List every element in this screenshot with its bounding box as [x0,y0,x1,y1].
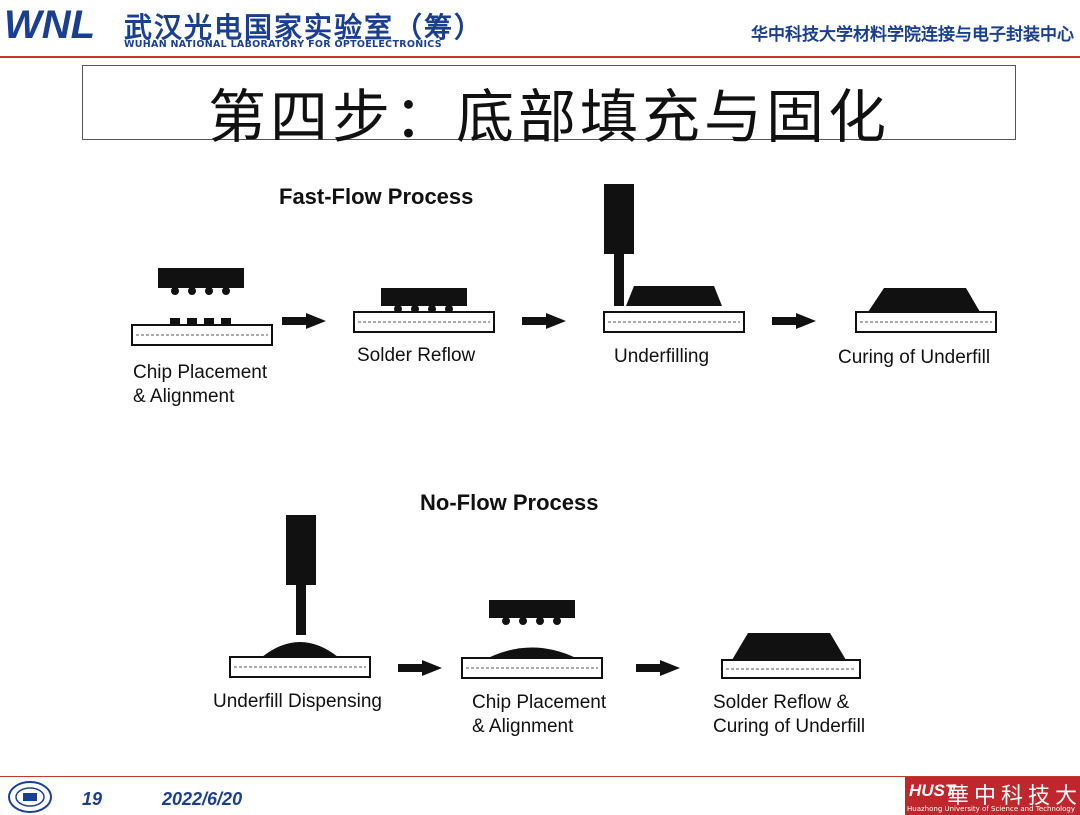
hust-name-en: Huazhong University of Science and Techn… [907,805,1075,813]
nf-arrow-1 [398,660,442,676]
nf-arrow-2 [636,660,680,676]
ff-step4-graphic [855,288,997,333]
ff-arrow-2 [522,313,566,329]
university-seal-icon [8,781,52,813]
slide-title: 第四步：底部填充与固化 [207,83,890,151]
nf-step3-label: Solder Reflow & Curing of Underfill [713,692,866,737]
ff-step2-label: Solder Reflow [357,345,476,366]
nf-step3-graphic [721,633,861,679]
page-number: 19 [82,789,103,809]
slide-date: 2022/6/20 [162,789,243,809]
footer-divider [0,776,1080,777]
fast-flow-title: Fast-Flow Process [279,184,474,209]
no-flow-title: No-Flow Process [420,490,599,515]
title-frame [82,65,1016,140]
ff-step1-graphic [131,268,273,346]
nf-dispenser-needle [296,585,306,635]
ff-step3-graphic [603,184,745,333]
nf-step1-graphic [229,515,371,678]
fast-flow-diagram [131,184,997,346]
ff-step2-graphic [353,288,495,333]
ff-dispenser-body [604,184,634,254]
lab-name-en: WUHAN NATIONAL LABORATORY FOR OPTOELECTR… [124,39,442,50]
nf-step2-graphic [461,600,603,679]
ff-step1-label: Chip Placement & Alignment [133,362,268,407]
hust-logo: HUST 華中科技大学 Huazhong University of Scien… [905,777,1080,815]
ff-arrow-3 [772,313,816,329]
no-flow-diagram [229,515,861,679]
hust-name-cn: 華中科技大学 [947,784,1080,809]
wnl-logo: WNL [4,4,95,44]
center-name: 华中科技大学材料学院连接与电子封装中心 [751,25,1074,45]
wnl-logo-text: WNL [4,4,95,44]
header-divider [0,56,1080,58]
ff-arrow-1 [282,313,326,329]
nf-step1-label: Underfill Dispensing [213,691,382,712]
hust-logo-mark: HUST [909,781,956,800]
ff-chip [158,268,244,288]
lab-name-cn: 武汉光电国家实验室（筹） [124,11,485,44]
nf-step2-label: Chip Placement & Alignment [472,692,607,737]
ff-step4-label: Curing of Underfill [838,347,991,368]
ff-step3-label: Underfilling [614,346,710,367]
nf-dispenser-body [286,515,316,585]
ff-dispenser-needle [614,254,624,306]
